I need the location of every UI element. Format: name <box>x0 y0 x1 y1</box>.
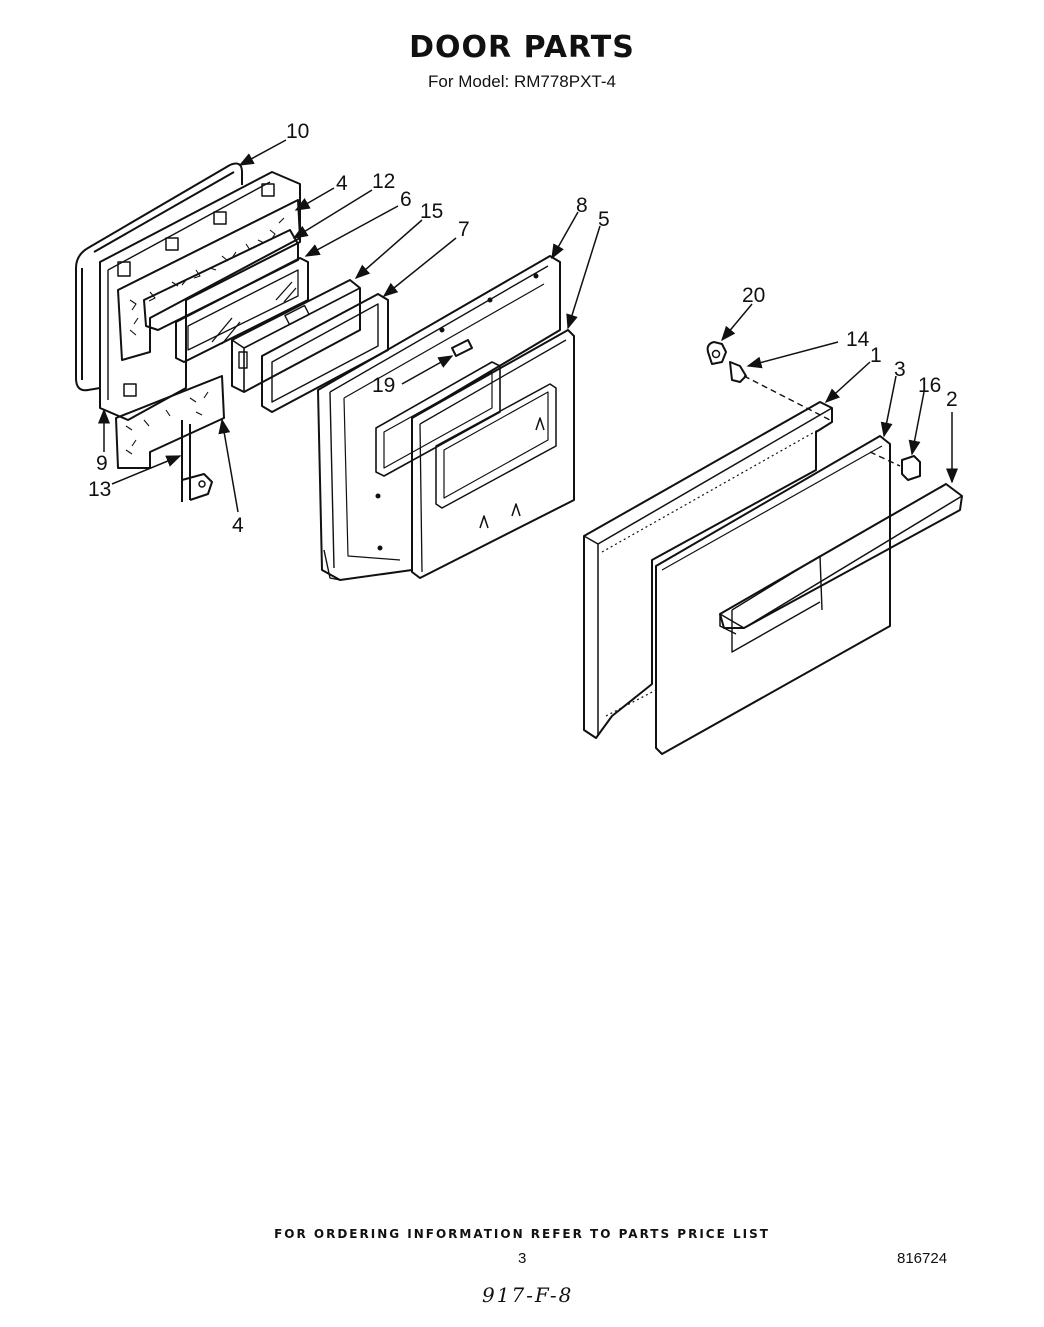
clip-part <box>451 339 473 357</box>
leader-4-lower <box>218 418 239 513</box>
door-handle-part <box>719 483 963 629</box>
leader-16 <box>908 391 925 456</box>
callout-16: 16 <box>918 374 941 397</box>
model-subtitle: For Model: RM778PXT-4 <box>427 72 616 91</box>
door-panel-frame-part <box>317 255 561 581</box>
leader-3 <box>880 375 897 438</box>
callout-4-upper: 4 <box>336 172 348 195</box>
callout-10: 10 <box>286 120 309 143</box>
screw-part <box>729 361 747 383</box>
upper-insulation-part <box>117 199 301 361</box>
leader-7 <box>382 237 457 297</box>
callout-12: 12 <box>372 170 395 193</box>
ordering-note: FOR ORDERING INFORMATION REFER TO PARTS … <box>274 1227 770 1241</box>
nut-part <box>706 341 727 365</box>
callout-7: 7 <box>458 218 470 241</box>
callout-4-lower: 4 <box>232 514 244 537</box>
hinge-part <box>181 420 213 502</box>
inner-door-liner-part <box>99 171 301 421</box>
leader-14 <box>746 341 839 369</box>
leader-13 <box>111 455 182 485</box>
window-frame-part <box>261 293 389 413</box>
page-title: DOOR PARTS <box>409 30 635 65</box>
callout-2: 2 <box>946 388 958 411</box>
window-glass-part <box>175 257 309 363</box>
callout-8: 8 <box>576 194 588 217</box>
callout-20: 20 <box>742 284 765 307</box>
leader-5 <box>566 225 601 330</box>
handwritten-note: 917-F-8 <box>482 1283 574 1307</box>
document-part-number: 816724 <box>897 1250 948 1267</box>
outer-door-panel-part <box>655 435 891 755</box>
callout-5: 5 <box>598 208 610 231</box>
leader-15 <box>354 219 423 279</box>
callout-14: 14 <box>846 328 870 351</box>
leader-1 <box>824 361 871 404</box>
leader-10 <box>238 139 287 166</box>
callout-15: 15 <box>420 200 443 223</box>
leader-12 <box>292 189 373 239</box>
door-panel-window <box>435 383 557 509</box>
leader-20 <box>721 303 753 342</box>
lower-insulation-part <box>115 375 225 469</box>
window-pack-part <box>231 279 361 393</box>
page-number: 3 <box>518 1250 527 1267</box>
leader-6 <box>304 205 399 257</box>
liner-clip <box>117 261 131 277</box>
leader-19 <box>401 355 454 385</box>
callout-3: 3 <box>894 358 906 381</box>
handle-end-cap-part <box>901 455 921 481</box>
callout-1: 1 <box>870 344 882 367</box>
leader-8 <box>551 211 579 260</box>
door-gasket-inner <box>81 171 235 380</box>
callout-13: 13 <box>88 478 111 501</box>
callout-19: 19 <box>372 374 395 397</box>
callout-6: 6 <box>400 188 412 211</box>
callout-9: 9 <box>96 452 108 475</box>
outer-door-frame-part <box>583 401 833 739</box>
leader-4-upper <box>294 187 335 211</box>
door-panel-part <box>411 329 575 579</box>
